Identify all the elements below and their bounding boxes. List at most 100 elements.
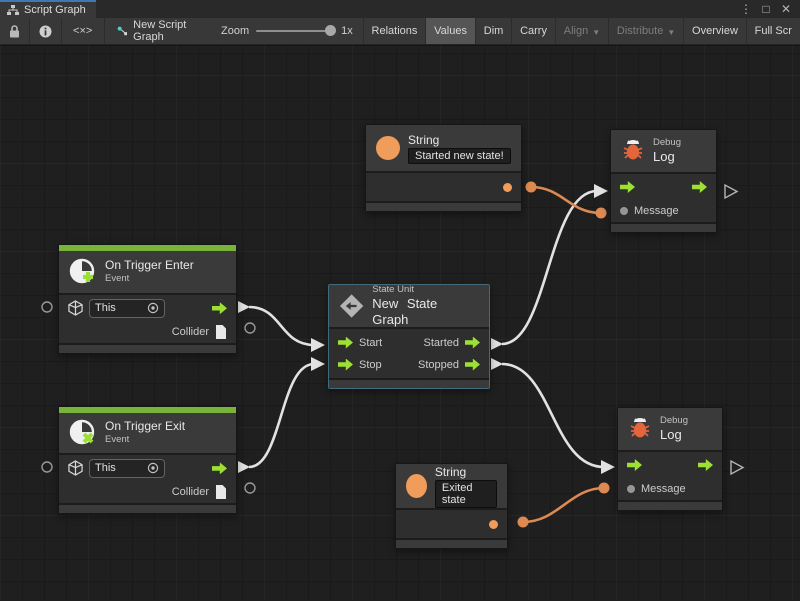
bug-icon — [630, 418, 650, 438]
node-title: String — [434, 464, 467, 479]
window-maximize-icon[interactable]: □ — [762, 2, 770, 16]
started-output-port[interactable] — [465, 336, 480, 349]
object-picker-icon[interactable] — [147, 462, 159, 474]
event-enter-icon — [69, 258, 95, 284]
lock-button[interactable] — [0, 18, 29, 44]
node-title: Log — [653, 149, 675, 165]
tab-script-graph[interactable]: Script Graph — [0, 0, 96, 18]
target-object-dropdown[interactable]: This — [89, 298, 165, 318]
align-label: Align — [563, 25, 589, 37]
window-close-icon[interactable]: ✕ — [780, 2, 792, 16]
flow-output-port[interactable] — [698, 459, 713, 471]
graph-breadcrumb[interactable]: New Script Graph — [105, 18, 205, 44]
string-value-input[interactable]: Exited state — [434, 479, 497, 508]
start-input-port[interactable] — [338, 336, 353, 349]
zoom-slider[interactable] — [256, 25, 337, 36]
port-exit-self-input[interactable] — [41, 461, 53, 473]
flow-output-port[interactable] — [692, 181, 707, 193]
zoom-slider-handle[interactable] — [325, 25, 337, 36]
tab-bar: Script Graph ⋮ □ ✕ — [0, 0, 800, 18]
stop-input-port[interactable] — [338, 358, 353, 371]
message-input-port[interactable] — [620, 207, 628, 215]
window-menu-icon[interactable]: ⋮ — [740, 2, 752, 16]
lock-icon — [10, 24, 19, 37]
dim-button[interactable]: Dim — [483, 25, 504, 37]
string-value-input[interactable]: Started new state! — [408, 147, 511, 164]
wire-exit-to-stop[interactable] — [238, 357, 325, 473]
port-label: Collider — [171, 486, 209, 499]
zoom-level: 1x — [341, 25, 353, 37]
node-state-unit[interactable]: State Unit New State Graph Start Started… — [328, 284, 490, 389]
flow-output-port[interactable] — [212, 462, 227, 475]
code-icon: <×> — [73, 25, 93, 37]
port-enter-collider-output[interactable] — [244, 322, 256, 334]
node-debug-log-top[interactable]: Debug Log Message — [610, 129, 717, 233]
graph-hierarchy-icon — [7, 4, 19, 15]
graph-canvas[interactable]: String Started new state! Debug Log — [0, 45, 800, 600]
wire-string-to-message-bottom[interactable] — [517, 482, 610, 528]
node-subtitle: State Unit — [372, 283, 414, 295]
gameobject-cube-icon — [68, 300, 83, 317]
relations-button[interactable]: Relations — [371, 25, 418, 37]
string-output-port[interactable] — [489, 519, 498, 529]
node-footer — [396, 538, 507, 548]
carry-button[interactable]: Carry — [520, 25, 547, 37]
zoom-label: Zoom — [221, 25, 250, 37]
port-label: Stopped — [418, 358, 459, 371]
event-stripe — [59, 245, 236, 251]
object-picker-icon[interactable] — [147, 302, 159, 314]
tab-label: Script Graph — [24, 4, 86, 16]
script-graph-icon — [117, 26, 127, 36]
wire-stopped-to-log[interactable] — [491, 358, 615, 474]
stopped-output-port[interactable] — [465, 358, 480, 371]
port-log-top-continue[interactable] — [724, 183, 739, 200]
flow-input-port[interactable] — [627, 459, 642, 471]
port-label: Start — [359, 336, 383, 349]
string-output-port[interactable] — [503, 182, 512, 192]
info-icon — [39, 25, 52, 37]
collider-doc-icon — [216, 485, 226, 500]
flow-output-port[interactable] — [212, 302, 227, 315]
toolbar: <×> New Script Graph Zoom 1x Relations V… — [0, 18, 800, 45]
node-title: String — [408, 132, 440, 147]
flow-input-port[interactable] — [620, 181, 635, 193]
port-label: Started — [423, 336, 459, 349]
port-log-bottom-continue[interactable] — [730, 459, 745, 476]
message-input-port[interactable] — [627, 485, 635, 493]
overview-button[interactable]: Overview — [692, 25, 738, 37]
wire-enter-to-start[interactable] — [238, 301, 325, 352]
collider-doc-icon — [216, 325, 226, 340]
target-value: This — [95, 462, 116, 475]
node-footer — [618, 500, 722, 510]
node-on-trigger-exit[interactable]: On Trigger Exit Event This — [58, 406, 237, 514]
node-title: On Trigger Exit — [105, 419, 186, 434]
node-string-bottom[interactable]: String Exited state — [395, 463, 508, 549]
node-title: On Trigger Enter — [105, 258, 194, 273]
info-button[interactable] — [30, 18, 61, 44]
chevron-down-icon: ▼ — [667, 27, 676, 37]
chevron-down-icon: ▼ — [592, 27, 601, 37]
string-literal-icon — [376, 136, 400, 160]
wire-started-to-log[interactable] — [491, 184, 608, 350]
node-title: New State Graph — [372, 295, 438, 328]
code-view-button[interactable]: <×> — [62, 18, 104, 44]
fullscreen-button[interactable]: Full Scr — [754, 25, 792, 37]
zoom-control: Zoom 1x — [205, 18, 363, 44]
node-footer — [366, 201, 521, 211]
node-debug-log-bottom[interactable]: Debug Log Message — [617, 407, 723, 511]
wire-string-to-message-top[interactable] — [525, 181, 607, 219]
distribute-dropdown[interactable]: Distribute ▼ — [609, 18, 683, 44]
port-enter-self-input[interactable] — [41, 301, 53, 313]
event-exit-icon — [69, 419, 95, 445]
values-button[interactable]: Values — [426, 18, 475, 44]
node-title: Log — [660, 427, 682, 443]
node-on-trigger-enter[interactable]: On Trigger Enter Event This — [58, 244, 237, 354]
node-footer — [611, 222, 716, 232]
align-dropdown[interactable]: Align ▼ — [556, 18, 608, 44]
event-stripe — [59, 407, 236, 413]
port-exit-collider-output[interactable] — [244, 482, 256, 494]
target-object-dropdown[interactable]: This — [89, 458, 165, 478]
node-string-top[interactable]: String Started new state! — [365, 124, 522, 212]
target-value: This — [95, 302, 116, 315]
port-label: Collider — [171, 326, 209, 339]
